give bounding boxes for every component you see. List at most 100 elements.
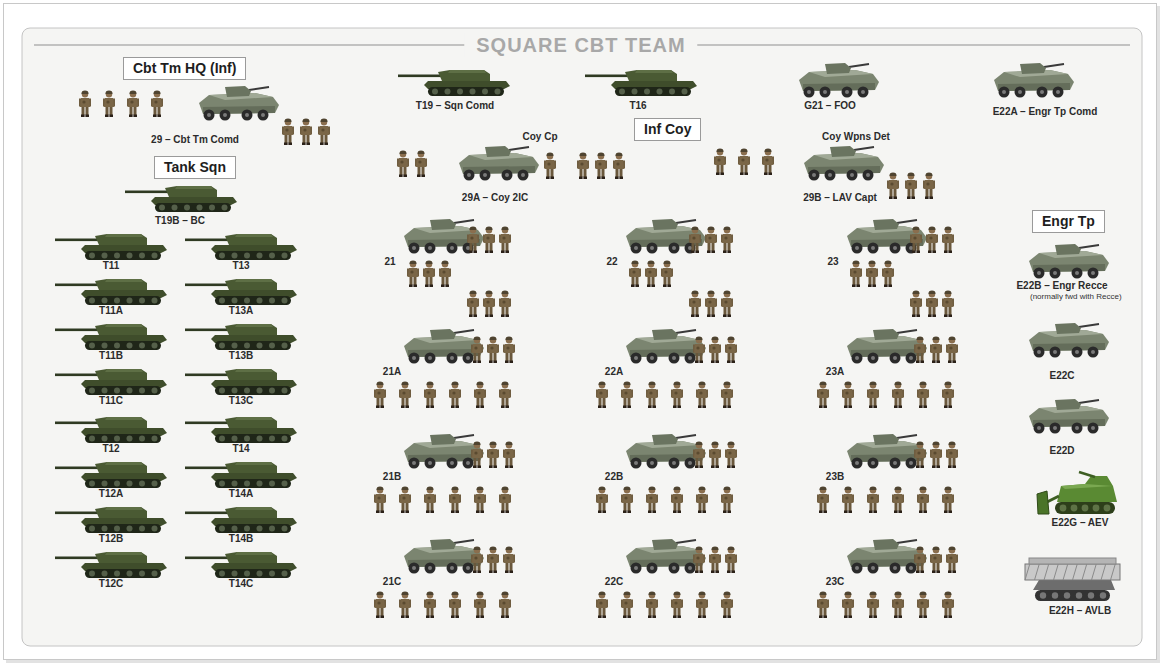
soldier-boot [677,406,681,409]
lav-wheel [1034,423,1045,434]
soldier-camo [402,601,405,604]
soldier-torso [597,599,607,608]
soldier-leg [377,502,380,511]
soldier-head [741,149,747,155]
soldier-leg [452,607,455,616]
tank-wheel [209,205,215,211]
soldier-boot [623,511,627,514]
soldier-camo [400,160,403,163]
soldier-helmet [598,487,605,490]
soldier-leg [406,502,409,511]
soldier-helmet [944,487,951,490]
lav-hub [855,461,859,465]
lav-hub [909,356,913,360]
soldier-boot [944,406,948,409]
soldier-leg [937,352,940,361]
tank-track [85,524,161,533]
soldier-leg [820,502,823,511]
soldier-leg [510,562,513,571]
soldier-boot [872,285,876,288]
lav-hub [909,461,913,465]
lav-gun [849,64,869,67]
tank-turret [95,234,147,245]
vehicle-callsign: T14 [232,443,249,455]
soldier-icon [423,261,435,287]
soldier-boot [727,466,731,469]
soldier-helmet [473,337,480,340]
soldier-boot [153,115,157,118]
tank-wheel [232,571,238,577]
lav-hub [634,246,638,250]
lav-wheel [669,353,680,364]
soldier-head [474,442,480,448]
soldier-icon [942,382,954,408]
soldier-torso [943,234,953,243]
soldier-leg [402,397,405,406]
soldier-head [853,261,859,267]
soldier-camo [303,128,306,131]
soldier-leg [551,168,554,177]
soldier-camo [741,158,744,161]
tank-wheel [102,526,108,532]
soldier-helmet [623,592,630,595]
soldier-torso [545,160,555,169]
soldier-leg [874,502,877,511]
soldier-leg [502,607,505,616]
soldier-leg [307,134,310,143]
soldier-boot [912,251,916,254]
soldier-boot [744,173,748,176]
tank-wheel [139,571,145,577]
soldier-camo [452,391,455,394]
soldier-camo [599,601,602,604]
soldier-torso [915,554,925,563]
tank-wheel [232,481,238,487]
lav-hub [466,461,470,465]
soldier-camo [845,496,848,499]
soldier-leg [502,306,505,315]
avlb-truss [1025,564,1030,580]
soldier-icon [721,487,733,513]
lav-hub [871,461,875,465]
label-anchor: T14B [229,533,253,545]
soldier-torso [694,554,704,563]
soldier-boot [380,616,384,619]
soldier-leg [653,502,656,511]
tank-wheel [457,89,463,95]
soldier-head [452,592,458,598]
lav-icon [626,539,706,574]
soldier-leg [741,164,744,173]
soldier-leg [937,562,940,571]
soldier-boot [916,251,920,254]
soldier-camo [285,128,288,131]
soldier-leg [649,397,652,406]
soldier-boot [401,406,405,409]
soldier-leg [917,242,920,251]
soldier-camo [712,451,715,454]
soldier-helmet [476,592,483,595]
soldier-torso [646,268,656,277]
soldier-boot [698,511,702,514]
soldier-boot [952,361,956,364]
soldier-head [728,442,734,448]
soldier-leg [895,397,898,406]
soldier-head [506,547,512,553]
soldier-leg [474,352,477,361]
lav-wheel [1037,87,1048,98]
label-anchor: T12C [99,578,123,590]
soldier-icon [725,442,737,468]
soldier-boot [695,571,699,574]
soldier-icon [917,487,929,513]
avlb-bridge [1025,564,1120,580]
soldier-boot [380,406,384,409]
lav-turret [485,146,511,157]
soldier-leg [894,188,897,197]
soldier-camo [717,158,720,161]
soldier-helmet [711,337,718,340]
lav-hub [428,461,432,465]
lav-hub [1091,426,1095,430]
tank-turret-top [235,234,273,237]
avlb-wheel [1076,592,1082,598]
soldier-helmet [81,91,88,94]
soldier-torso [104,98,114,107]
soldier-boot [923,616,927,619]
